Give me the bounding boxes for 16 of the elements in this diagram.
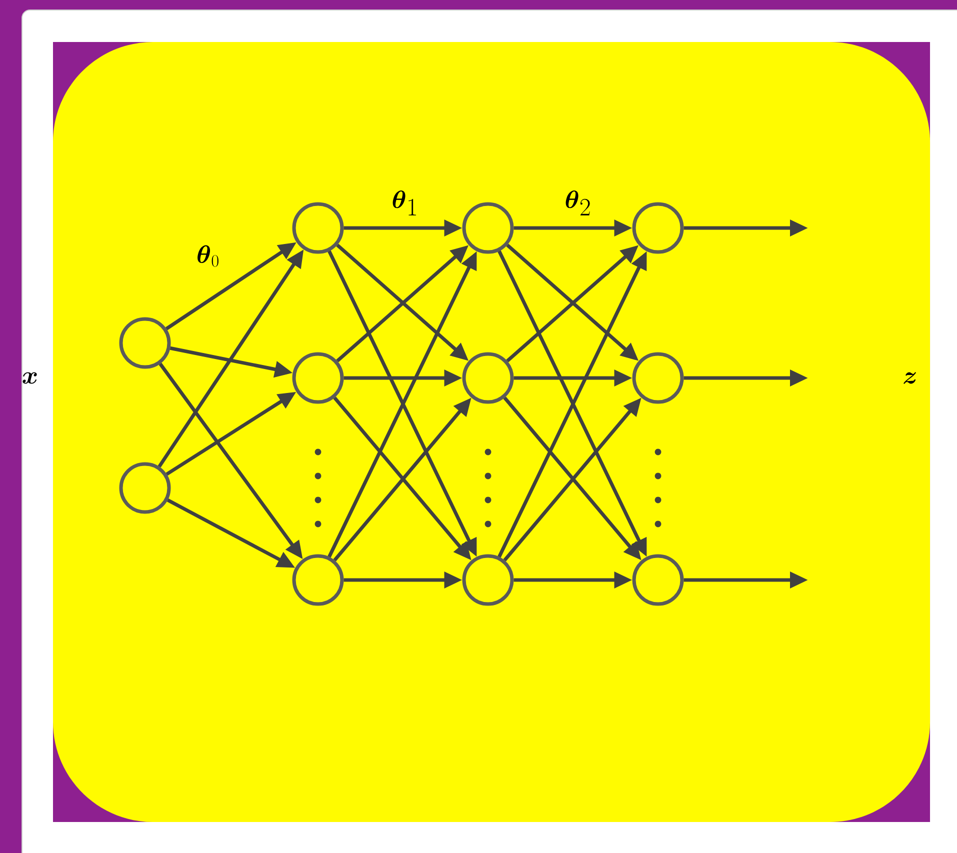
neuron-circle — [462, 352, 514, 404]
neuron-circle — [119, 317, 171, 369]
neuron-circle — [292, 554, 344, 606]
math-label: $\boldsymbol{\theta}_0$ — [198, 245, 218, 267]
neuron-circle — [462, 202, 514, 254]
neuron-circle — [292, 352, 344, 404]
neuron-circle — [632, 554, 684, 606]
math-label: $\boldsymbol{\theta}_2$ — [566, 190, 590, 216]
math-label: $\boldsymbol{z}$ — [904, 372, 916, 384]
neuron-circle — [632, 202, 684, 254]
math-label: $\boldsymbol{x}$ — [22, 372, 37, 384]
neuron-circle — [119, 462, 171, 514]
neuron-circle — [632, 352, 684, 404]
neuron-circle — [292, 202, 344, 254]
neuron-circle — [462, 554, 514, 606]
math-label: $\boldsymbol{\theta}_1$ — [392, 190, 416, 216]
